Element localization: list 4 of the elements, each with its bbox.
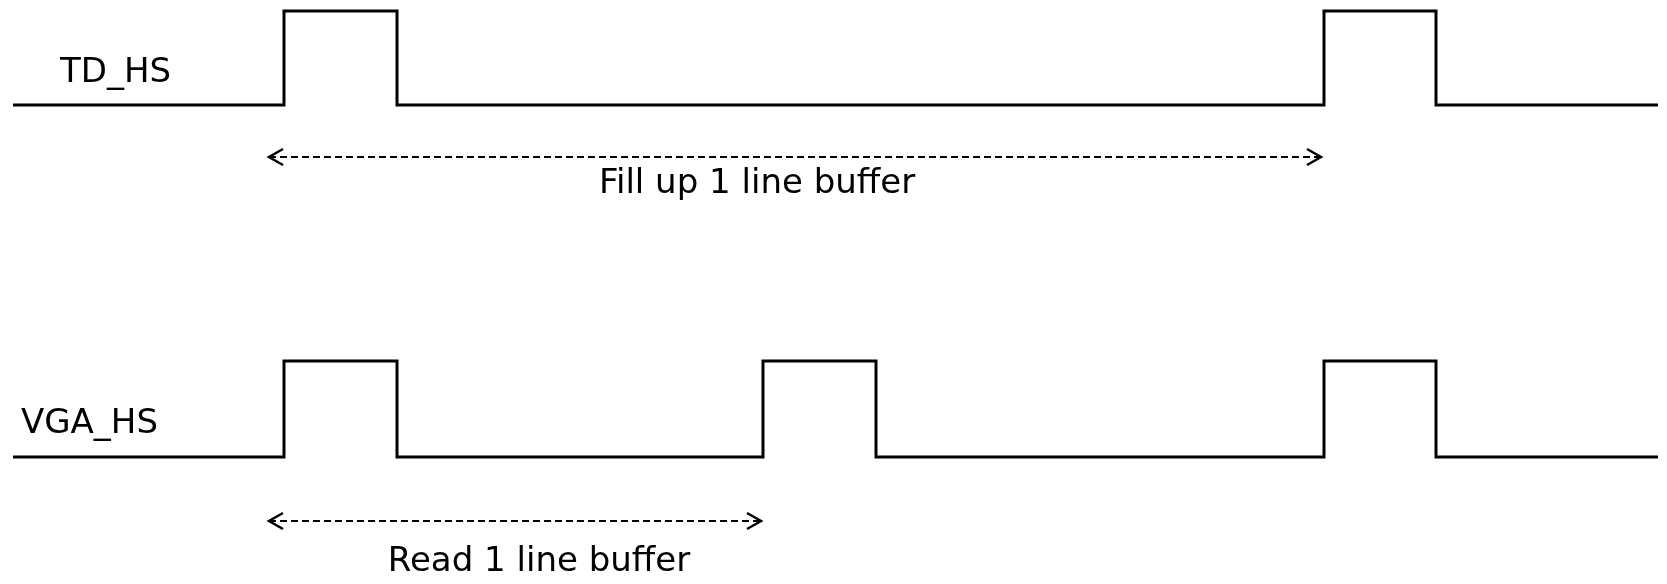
signal-label: VGA_HS <box>21 403 158 441</box>
signal-label: Fill up 1 line buffer <box>598 163 916 201</box>
signal-label: TD_HS <box>60 52 172 90</box>
signal-label: Read 1 line buffer <box>387 541 691 579</box>
